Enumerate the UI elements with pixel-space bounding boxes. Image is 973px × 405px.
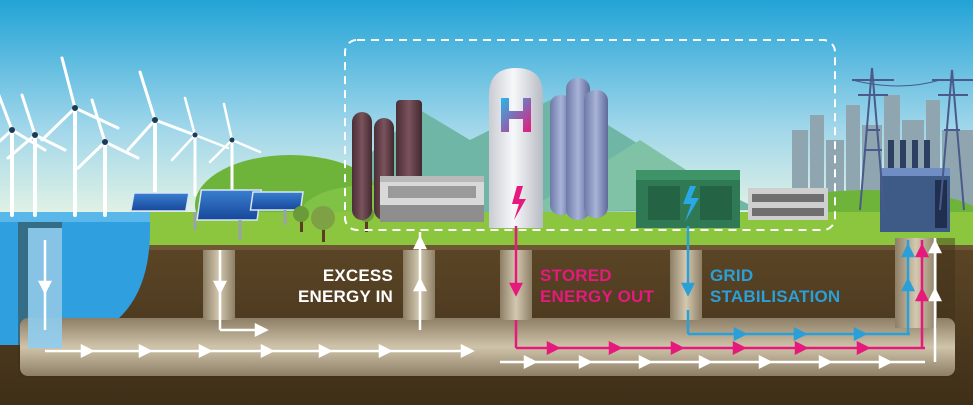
flow-labels: EXCESS ENERGY IN STORED ENERGY OUT GRID … [298,266,840,306]
hydrogen-production-plant [352,100,484,222]
excess-energy-label-line2: ENERGY IN [298,287,393,306]
dashed-boundary [344,39,836,231]
lightning-bolt-icon [512,186,526,220]
hydrogen-storage-tank [489,68,543,228]
electrical-substation [748,140,950,232]
lightning-bolt-icon [683,186,699,222]
excess-energy-flow [37,232,943,370]
grid-stabilisation-flow [680,226,916,342]
stored-energy-out-flow [508,226,930,356]
solar-panels [129,189,304,240]
grid-stabilisation-label-line1: GRID [710,266,753,285]
storage-silos [550,78,608,220]
wind-turbines [0,56,262,217]
grid-stabilisation-label-line2: STABILISATION [710,287,840,306]
generator-unit [636,170,740,228]
transmission-towers [851,67,973,211]
stored-energy-label-line1: STORED [540,266,612,285]
h2-logo-icon [501,98,531,132]
excess-energy-label-line1: EXCESS [323,266,393,285]
stored-energy-label-line2: ENERGY OUT [540,287,655,306]
